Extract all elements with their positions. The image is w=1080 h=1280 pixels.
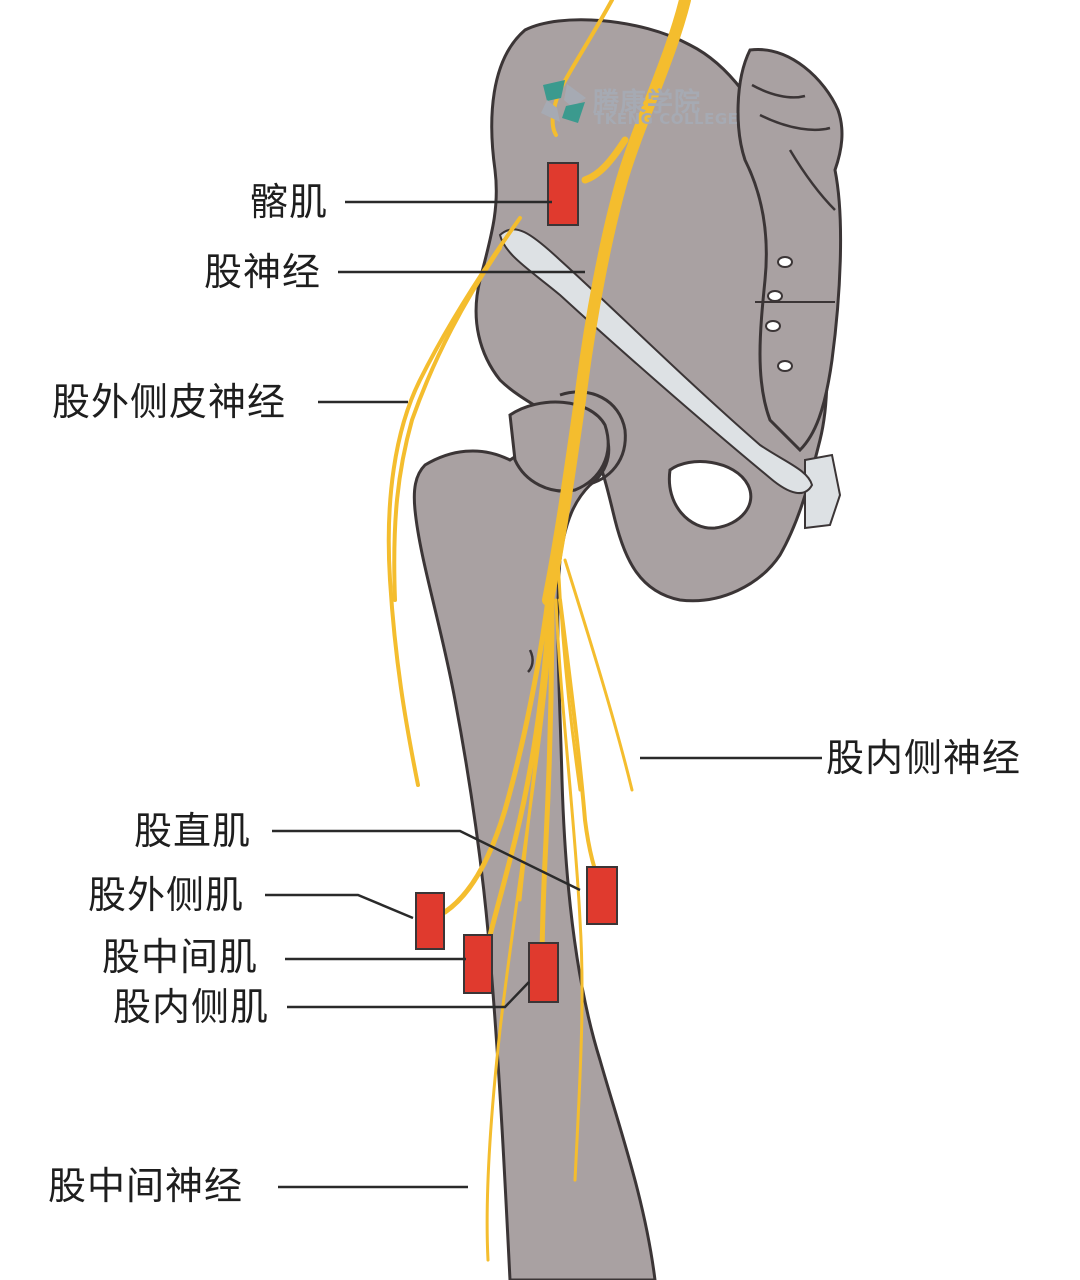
vastus-medialis-marker (528, 942, 559, 1003)
rectus-femoris-marker (586, 866, 618, 925)
femoral-head (508, 400, 610, 493)
femur-bone (412, 422, 657, 1280)
logo-icon (541, 80, 586, 123)
label-vastus-intermedius: 股中间肌 (102, 935, 259, 979)
sacrum-bone (736, 48, 844, 453)
muscle-markers (415, 162, 618, 1003)
pubic-symphysis (804, 453, 842, 530)
leader-lines (265, 200, 822, 1189)
label-vastus-lateralis: 股外侧肌 (88, 873, 245, 917)
inguinal-ligament (498, 228, 814, 494)
label-femoral-nerve: 股神经 (204, 250, 322, 294)
vastus-intermedius-marker (463, 934, 493, 994)
femoral-nerve-branches (442, 0, 691, 1262)
label-vastus-medialis: 股内侧肌 (113, 985, 270, 1029)
leader-rectus-femoris (272, 829, 581, 892)
label-lateral-femoral-cutaneous-nerve: 股外侧皮神经 (52, 380, 287, 424)
lateral-femoral-cutaneous-nerve (386, 216, 522, 787)
label-rectus-femoris: 股直肌 (134, 809, 252, 853)
label-iliacus: 髂肌 (250, 180, 329, 224)
obturator-foramen (667, 460, 753, 530)
leader-vastus-lateralis (265, 893, 414, 920)
vastus-lateralis-marker (415, 892, 445, 950)
label-medial-femoral-nerve: 股内侧神经 (826, 736, 1022, 780)
logo-name-cn: 腾康学院 (593, 88, 702, 118)
leader-vastus-medialis (287, 981, 530, 1009)
logo-name-en: TKENG COLLEGE (594, 110, 739, 128)
label-intermediate-femoral-nerve: 股中间神经 (48, 1164, 244, 1208)
iliacus-marker (547, 162, 579, 226)
